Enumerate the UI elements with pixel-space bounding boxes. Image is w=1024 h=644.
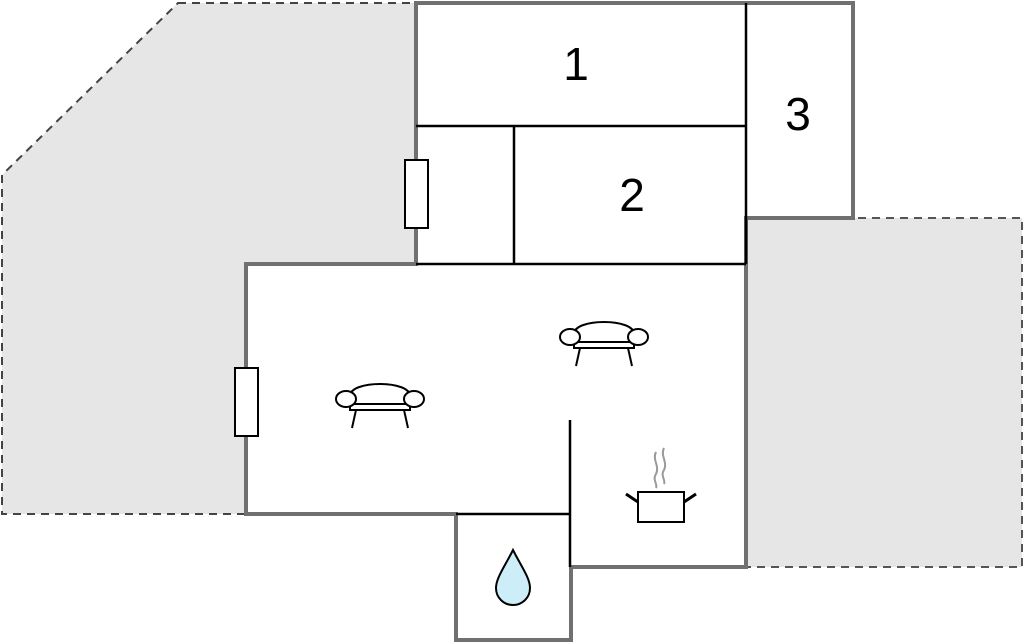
terrace-right	[745, 217, 1023, 568]
window-icon	[404, 159, 429, 229]
outer-wall	[244, 1, 855, 642]
room-3-label: 3	[785, 88, 811, 140]
cooking-pot-icon	[625, 447, 697, 523]
sofa-icon	[559, 321, 649, 367]
window-icon	[234, 367, 259, 437]
sofa-icon	[335, 383, 425, 429]
room-1-label: 1	[563, 38, 589, 90]
water-drop-icon	[494, 547, 532, 607]
building-floor	[246, 3, 853, 640]
room-2-label: 2	[619, 169, 645, 221]
inner-walls	[416, 3, 748, 567]
